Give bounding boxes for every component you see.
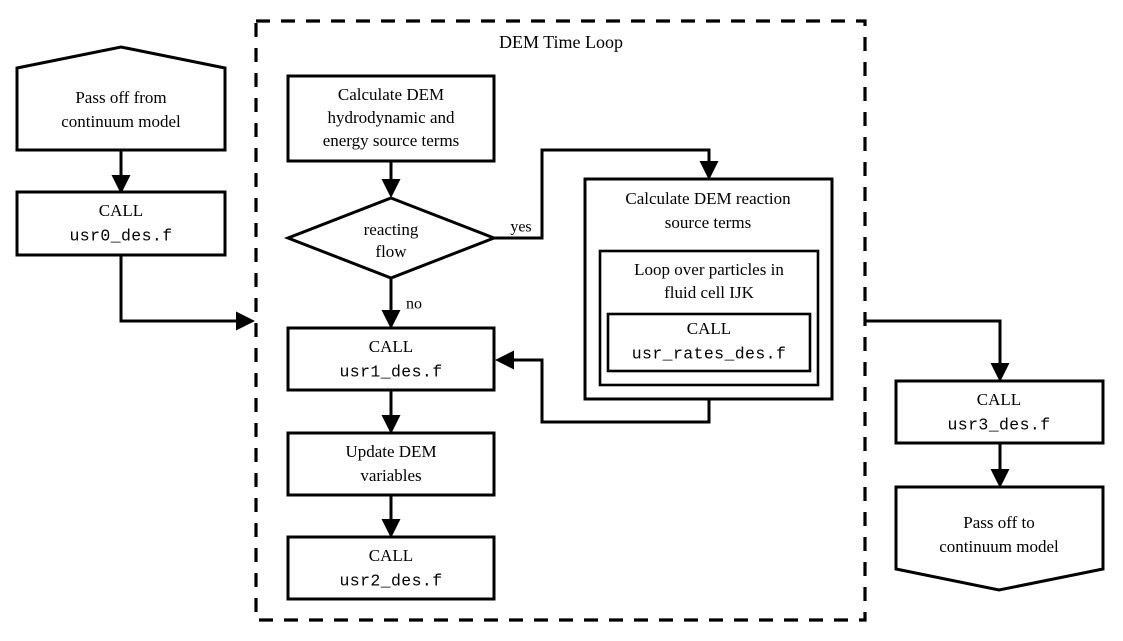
call-usr1-line2: usr1_des.f bbox=[339, 362, 442, 381]
update-dem-variables-shape bbox=[286, 431, 496, 497]
node-call-usr-rates-des[interactable]: CALL usr_rates_des.f bbox=[606, 312, 812, 373]
update-dem-variables-line2: variables bbox=[360, 466, 421, 485]
calculate-dem-sources-line3: energy source terms bbox=[323, 131, 460, 150]
node-calculate-dem-source-terms[interactable]: Calculate DEM hydrodynamic and energy so… bbox=[286, 74, 496, 163]
node-pass-off-from-continuum-model[interactable]: Pass off from continuum model bbox=[15, 45, 227, 152]
call-usr3-shape bbox=[894, 379, 1105, 445]
dem-time-loop-group-frame bbox=[254, 19, 867, 622]
update-dem-variables-line1: Update DEM bbox=[345, 442, 436, 461]
loop-over-particles-ijk: IJK bbox=[729, 283, 754, 302]
reacting-flow-line1: reacting bbox=[364, 220, 419, 239]
call-usr-rates-shape bbox=[606, 312, 812, 373]
node-pass-off-to-continuum-model[interactable]: Pass off to continuum model bbox=[894, 485, 1105, 592]
call-usr0-shape bbox=[15, 190, 227, 257]
node-loop-over-particles[interactable]: Loop over particles in fluid cell IJK CA… bbox=[598, 249, 820, 387]
reacting-flow-shape bbox=[283, 196, 499, 280]
call-usr3-line2: usr3_des.f bbox=[947, 415, 1050, 434]
call-usr0-line2: usr0_des.f bbox=[69, 226, 172, 245]
loop-over-particles-line2: fluid cell IJK bbox=[664, 283, 754, 302]
call-usr2-line2: usr2_des.f bbox=[339, 571, 442, 590]
pass-off-to-shape bbox=[894, 485, 1105, 592]
node-call-usr2-des[interactable]: CALL usr2_des.f bbox=[286, 535, 496, 601]
call-usr2-shape bbox=[286, 535, 496, 601]
calculate-dem-sources-shape bbox=[286, 74, 496, 163]
edge-loop-exit-to-usr3 bbox=[866, 319, 1010, 382]
calculate-dem-sources-line1: Calculate DEM bbox=[338, 85, 444, 104]
call-usr-rates-line1: CALL bbox=[687, 319, 731, 338]
pass-off-from-line2: continuum model bbox=[61, 112, 181, 131]
pass-off-to-line1: Pass off to bbox=[963, 513, 1034, 532]
call-usr1-shape bbox=[286, 326, 496, 392]
node-call-usr0-des[interactable]: CALL usr0_des.f bbox=[15, 190, 227, 257]
node-call-usr1-des[interactable]: CALL usr1_des.f bbox=[286, 326, 496, 392]
calculate-dem-sources-line2: hydrodynamic and bbox=[328, 108, 455, 127]
call-usr2-line1: CALL bbox=[369, 546, 413, 565]
edge-label-yes: yes bbox=[510, 219, 531, 236]
node-call-usr3-des[interactable]: CALL usr3_des.f bbox=[894, 379, 1105, 445]
edge-decision-yes-to-reaction bbox=[494, 148, 719, 240]
reaction-source-terms-line1: Calculate DEM reaction bbox=[625, 189, 791, 208]
node-calculate-dem-reaction-source-terms[interactable]: Calculate DEM reaction source terms Loop… bbox=[583, 177, 834, 401]
call-usr1-line1: CALL bbox=[369, 337, 413, 356]
node-update-dem-variables[interactable]: Update DEM variables bbox=[286, 431, 496, 497]
call-usr-rates-line2: usr_rates_des.f bbox=[632, 344, 787, 363]
loop-over-particles-line1: Loop over particles in bbox=[634, 260, 784, 279]
call-usr0-line1: CALL bbox=[99, 201, 143, 220]
loop-over-particles-line2-prefix: fluid cell bbox=[664, 283, 729, 302]
reacting-flow-line2: flow bbox=[375, 242, 407, 261]
edge-usr0-to-loop bbox=[119, 255, 255, 331]
node-reacting-flow-decision[interactable]: reacting flow bbox=[283, 196, 499, 280]
pass-off-from-shape bbox=[15, 45, 227, 152]
call-usr3-line1: CALL bbox=[977, 390, 1021, 409]
edge-label-no: no bbox=[406, 296, 422, 313]
edge-reaction-back-to-usr1 bbox=[495, 350, 711, 424]
pass-off-to-line2: continuum model bbox=[939, 537, 1059, 556]
pass-off-from-line1: Pass off from bbox=[75, 88, 166, 107]
reaction-source-terms-line2: source terms bbox=[665, 213, 751, 232]
dem-time-loop-title: DEM Time Loop bbox=[499, 32, 623, 52]
